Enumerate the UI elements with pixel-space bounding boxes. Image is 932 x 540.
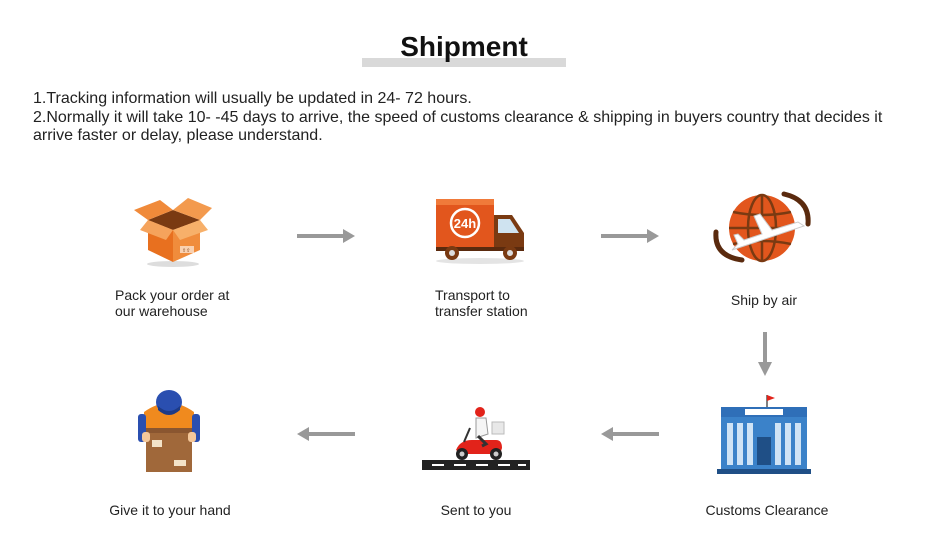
step-transport-label-line2: transfer station [435,303,528,319]
note-delivery-time: 2.Normally it will take 10- -45 days to … [33,108,883,145]
courier-holding-box-icon [134,388,204,476]
step-customs-label: Customs Clearance [705,502,829,518]
svg-text:⇧⇧: ⇧⇧ [182,248,190,254]
title-underline [362,58,566,67]
truck-24h-icon: 24h [432,197,528,265]
shipping-notes: 1.Tracking information will usually be u… [33,90,903,146]
step-sent-label: Sent to you [440,502,512,518]
arrow-left-icon [601,427,659,446]
step-transport-label: Transport to transfer station [435,287,528,319]
arrow-right-icon [601,229,659,248]
page-title: Shipment [400,31,528,62]
arrow-left-icon [297,427,355,446]
globe-airplane-icon [712,188,812,270]
customs-building-icon [715,393,813,477]
step-pack-label: Pack your order at our warehouse [115,287,229,319]
title-block: Shipment [362,30,566,70]
step-hand-label: Give it to your hand [109,502,231,518]
arrow-down-icon [758,332,772,381]
box-icon: ⇧⇧ [130,190,216,268]
truck-badge-text: 24h [454,216,476,231]
step-pack-label-line1: Pack your order at [115,287,230,303]
step-pack-label-line2: our warehouse [115,303,208,319]
step-transport-label-line1: Transport to [435,287,510,303]
step-air-label: Ship by air [730,292,798,308]
note-tracking: 1.Tracking information will usually be u… [33,90,472,107]
scooter-delivery-icon [420,404,532,474]
arrow-right-icon [297,229,355,248]
